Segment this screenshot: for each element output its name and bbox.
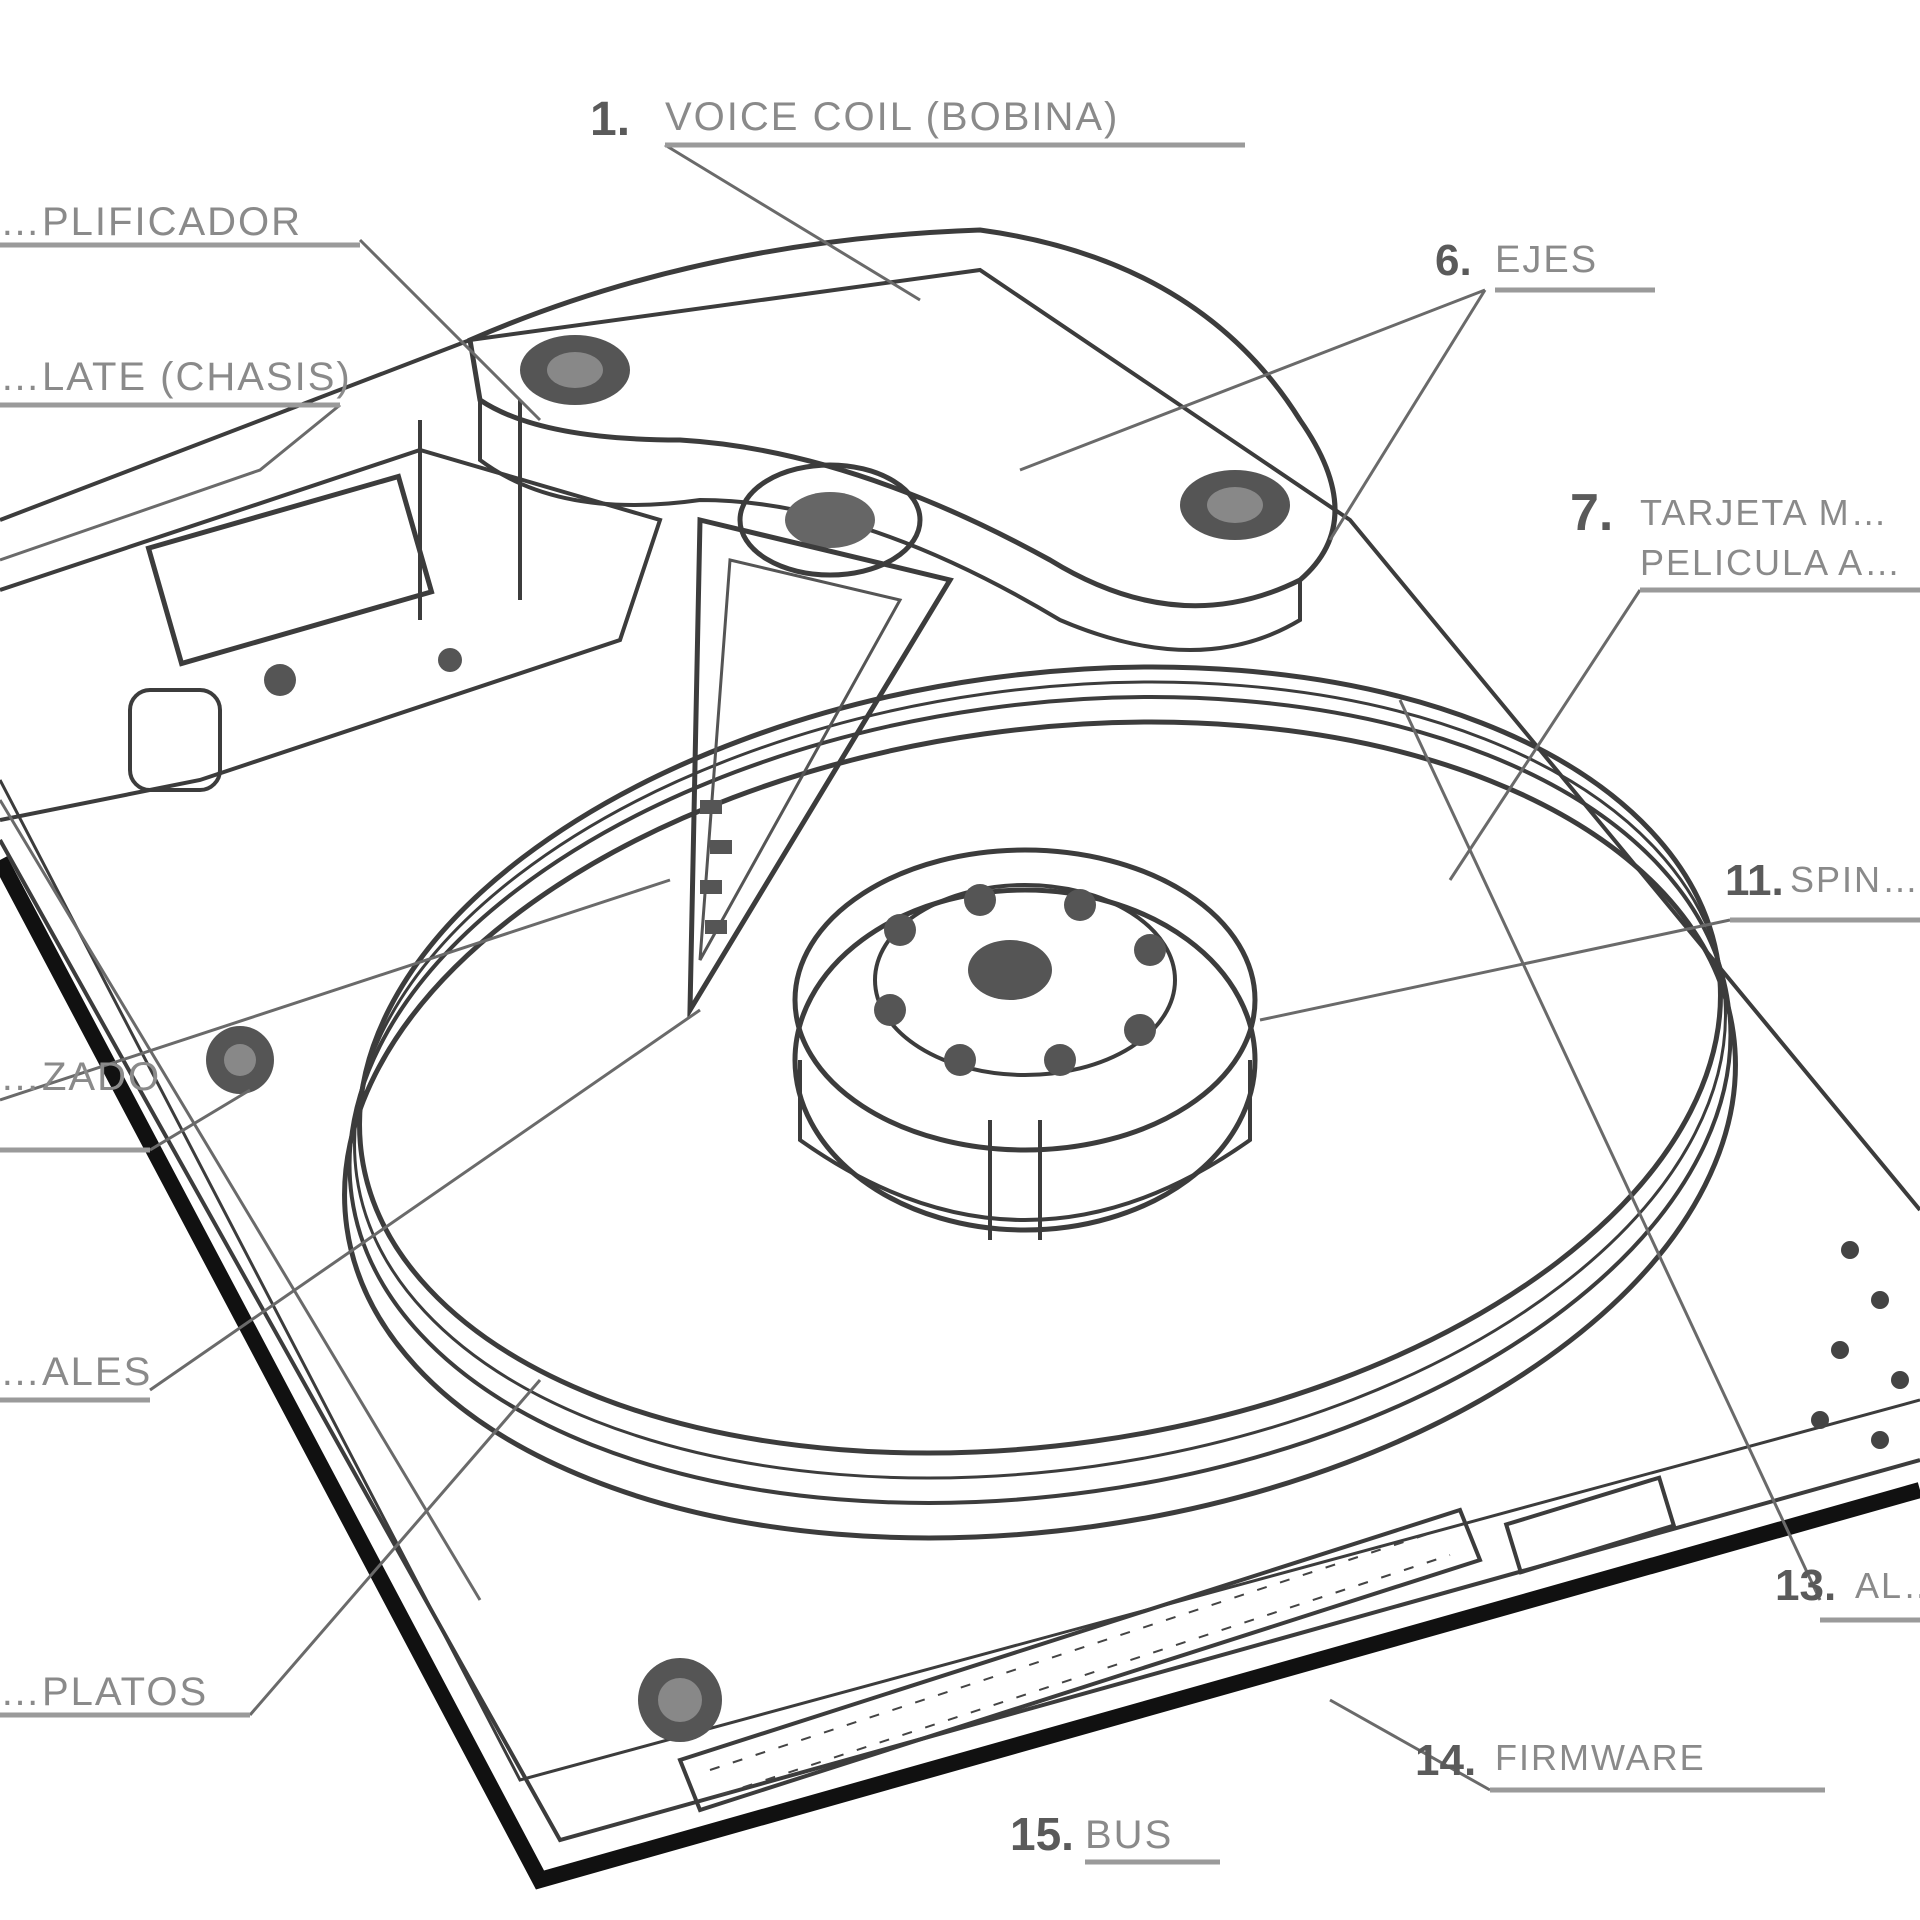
label-text: …LATE (CHASIS): [0, 355, 352, 399]
label-baseplate: …LATE (CHASIS): [0, 355, 352, 408]
label-text: …ZADO: [0, 1055, 161, 1099]
actuator-arm: [467, 227, 1338, 1020]
label-number: 6.: [1435, 236, 1472, 285]
spindle-hub: [792, 847, 1258, 1240]
drive-chassis: [0, 267, 1920, 1890]
label-left-b: …ALES: [0, 1350, 152, 1403]
label-text-2: PELICULA A…: [1640, 542, 1902, 583]
screw-icon: [520, 335, 630, 405]
label-text: TARJETA M…: [1640, 492, 1889, 533]
label-text: BUS: [1085, 1813, 1173, 1857]
label-amplifier: …PLIFICADOR: [0, 200, 360, 248]
label-platters: …PLATOS: [0, 1670, 250, 1718]
screw-icon: [1180, 470, 1290, 540]
label-axes: 6. EJES: [1435, 236, 1655, 293]
right-pins: [1811, 1241, 1909, 1449]
label-text: AL…: [1855, 1565, 1920, 1606]
label-left-a: …ZADO: [0, 1055, 161, 1153]
amplifier-block: [0, 400, 663, 822]
label-board: 7. TARJETA M… PELICULA A…: [1570, 484, 1920, 593]
label-spindle: 11. SPIN…: [1725, 856, 1920, 923]
platter-stack: [342, 664, 1738, 1541]
screw-icon: [638, 1658, 722, 1742]
label-number: 15.: [1010, 1808, 1074, 1860]
label-number: 14.: [1415, 1736, 1476, 1785]
label-13: 13. AL…: [1775, 1561, 1920, 1623]
label-voice-coil: 1. VOICE COIL (BOBINA): [590, 93, 1245, 148]
label-number: 7.: [1570, 484, 1613, 542]
leader-lines: [0, 143, 1822, 1792]
label-text: …PLATOS: [0, 1670, 208, 1714]
label-firmware: 14. FIRMWARE: [1415, 1736, 1825, 1793]
label-bus: 15. BUS: [1010, 1808, 1220, 1865]
label-number: 1.: [590, 93, 630, 146]
label-text: …PLIFICADOR: [0, 200, 302, 244]
screw-icon: [206, 1026, 274, 1094]
label-text: …ALES: [0, 1350, 152, 1394]
label-text: EJES: [1495, 239, 1598, 281]
label-text: VOICE COIL (BOBINA): [665, 95, 1119, 139]
label-number: 11.: [1725, 856, 1784, 905]
label-text: FIRMWARE: [1495, 1737, 1706, 1778]
label-text: SPIN…: [1790, 859, 1920, 900]
label-number: 13.: [1775, 1561, 1836, 1610]
